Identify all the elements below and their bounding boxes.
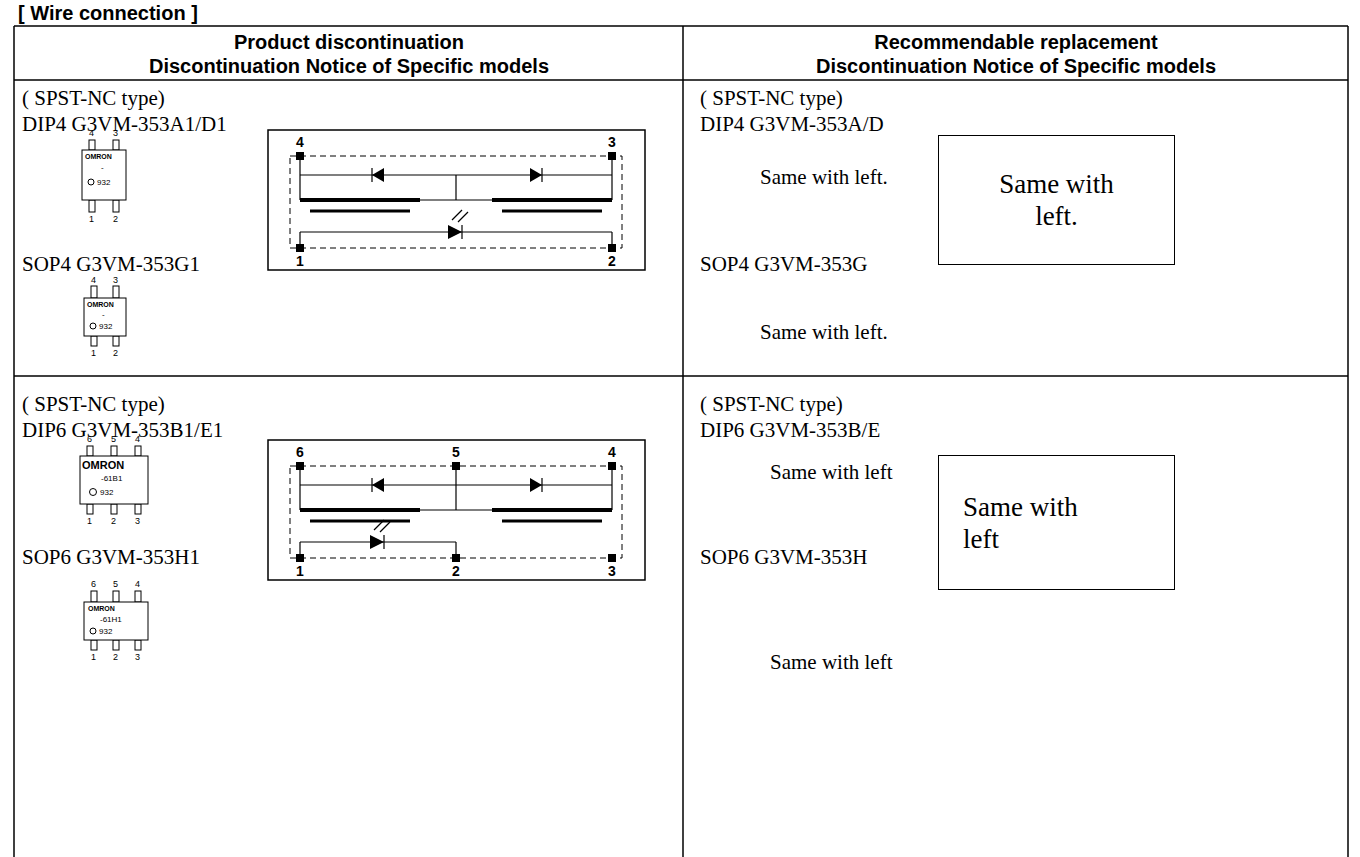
marking-logo: OMRON	[85, 153, 112, 161]
cell-text: ( SPST-NC type)	[22, 86, 165, 110]
part-marking: -	[102, 310, 105, 319]
column-header: Recommendable replacement	[696, 30, 1336, 54]
pin-number: 1	[87, 516, 92, 526]
cell-text: ( SPST-NC type)	[700, 392, 843, 416]
note-text: Same with left.	[982, 168, 1132, 232]
pin-number: 1	[91, 348, 96, 358]
cell-text: DIP6 G3VM-353B1/E1	[22, 418, 223, 442]
part-marking: 932	[100, 488, 113, 497]
cell-text: ( SPST-NC type)	[22, 392, 165, 416]
note-box: Same with left	[938, 455, 1175, 590]
pin-number: 6	[87, 434, 92, 444]
sop4-package	[84, 286, 126, 346]
cell-text: SOP4 G3VM-353G	[700, 252, 867, 276]
cell-text: Same with left	[770, 460, 892, 484]
pin-number: 1	[91, 652, 96, 662]
cell-text: DIP6 G3VM-353B/E	[700, 418, 880, 442]
cell-text: Same with left.	[760, 165, 888, 189]
part-marking: 932	[99, 627, 112, 636]
pin-number: 4	[89, 128, 94, 138]
pin-number: 2	[608, 253, 616, 269]
pin-number: 2	[113, 214, 118, 224]
pin-number: 3	[135, 516, 140, 526]
pin-number: 4	[135, 579, 140, 589]
cell-text: Same with left.	[760, 320, 888, 344]
pin-number: 4	[608, 444, 616, 460]
pin-number: 2	[113, 348, 118, 358]
part-marking: 932	[99, 322, 112, 331]
pin-number: 3	[135, 652, 140, 662]
pin-number: 3	[608, 134, 616, 150]
sop6-package	[84, 591, 148, 650]
pin-number: 2	[111, 516, 116, 526]
pin-number: 1	[296, 253, 304, 269]
marking-logo: OMRON	[88, 605, 115, 613]
pin-number: 1	[89, 214, 94, 224]
cell-text: DIP4 G3VM-353A1/D1	[22, 112, 227, 136]
dip4-package	[82, 140, 126, 212]
pin-number: 2	[113, 652, 118, 662]
part-marking: -61B1	[101, 474, 122, 483]
column-header: Discontinuation Notice of Specific model…	[29, 54, 669, 78]
table-grid	[14, 26, 1348, 857]
pin-number: 6	[91, 579, 96, 589]
pin-number: 3	[608, 563, 616, 579]
column-header: Discontinuation Notice of Specific model…	[696, 54, 1336, 78]
marking-logo: OMRON	[87, 301, 114, 309]
relay-schematic-4pin	[268, 130, 645, 270]
relay-schematic-6pin	[268, 440, 645, 580]
pin-number: 4	[296, 134, 304, 150]
pin-number: 6	[296, 444, 304, 460]
pin-number: 5	[113, 579, 118, 589]
cell-text: SOP6 G3VM-353H	[700, 545, 867, 569]
pin-number: 3	[113, 128, 118, 138]
pin-number: 5	[452, 444, 460, 460]
pin-number: 1	[296, 563, 304, 579]
pin-number: 4	[135, 434, 140, 444]
part-marking: -	[101, 163, 104, 172]
cell-text: DIP4 G3VM-353A/D	[700, 112, 884, 136]
pin-number: 2	[452, 563, 460, 579]
cell-text: SOP4 G3VM-353G1	[22, 252, 200, 276]
dip6-package	[80, 446, 148, 514]
pin-number: 5	[111, 434, 116, 444]
part-marking: -61H1	[100, 615, 122, 624]
cell-text: SOP6 G3VM-353H1	[22, 545, 200, 569]
note-box: Same with left.	[938, 135, 1175, 265]
cell-text: ( SPST-NC type)	[700, 86, 843, 110]
section-title: [ Wire connection ]	[18, 1, 198, 25]
part-marking: 932	[97, 178, 110, 187]
column-header: Product discontinuation	[29, 30, 669, 54]
cell-text: Same with left	[770, 650, 892, 674]
pin-number: 4	[91, 275, 96, 285]
pin-number: 3	[113, 275, 118, 285]
marking-logo: OMRON	[82, 459, 124, 471]
note-text: Same with left	[963, 491, 1113, 555]
